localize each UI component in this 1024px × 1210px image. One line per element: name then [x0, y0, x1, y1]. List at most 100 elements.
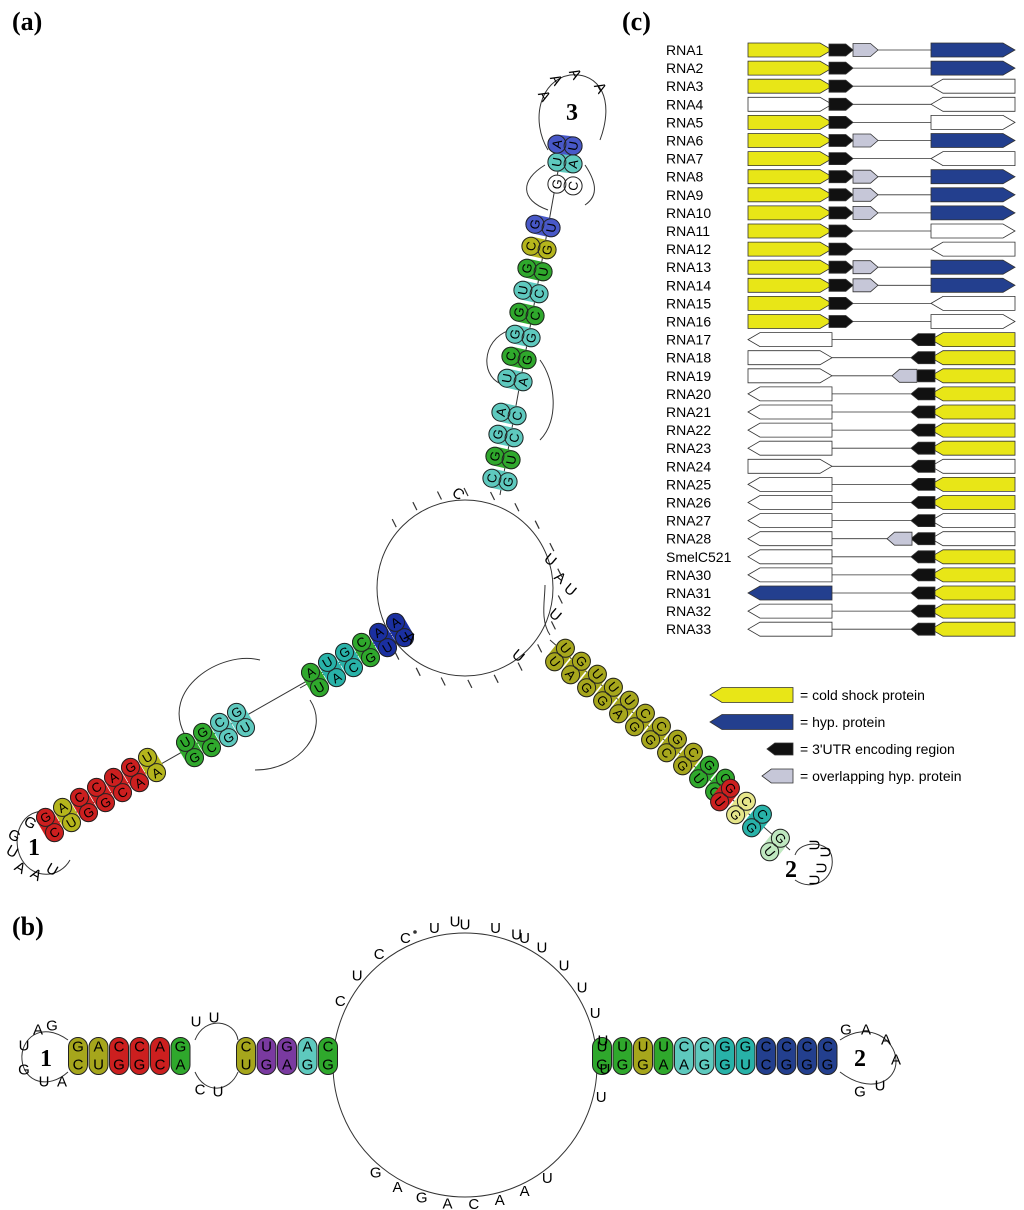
- gene-row: RNA10: [666, 205, 1016, 221]
- stem1-nt-circle: [113, 783, 132, 803]
- backbone-tick: [394, 651, 400, 660]
- b-stem2-nt: A: [679, 1057, 689, 1074]
- b-stem1b-pair-outline: [256, 1037, 277, 1075]
- gene-row: RNA27: [666, 513, 1016, 529]
- b-stem1b-nt: G: [322, 1057, 334, 1074]
- right-gene-arrow: [930, 350, 1016, 366]
- stem1-pair: GA: [121, 757, 149, 793]
- left-gene-arrow: [747, 386, 833, 402]
- gene-row: RNA33: [666, 621, 1016, 637]
- stem2-nt-circle: [609, 704, 629, 724]
- stem1c-nt-circle: [344, 658, 363, 678]
- left-gene-arrow: [747, 368, 833, 384]
- b-stem2-nt: G: [719, 1057, 731, 1074]
- b-stem2-pair: CG: [776, 1037, 797, 1075]
- stem1c-pair: UA: [318, 652, 346, 688]
- b-hp2-loop-nt: G: [840, 1022, 852, 1039]
- b-stem2-pair: UG: [612, 1037, 633, 1075]
- right-gene-arrow: [930, 187, 1016, 203]
- stem1-pair: UA: [138, 747, 166, 783]
- b-loop-right-nt: U: [536, 939, 547, 956]
- b-hp1-loop-nt: U: [39, 1074, 50, 1091]
- b-internal-nt: U: [213, 1084, 224, 1101]
- left-gene-arrow: [747, 332, 833, 348]
- b-stem2-pair: UG: [592, 1037, 612, 1075]
- stem1b-nt-circle: [202, 738, 221, 758]
- right-gene-arrow: [930, 332, 1016, 348]
- stem1c-nt-circle: [318, 652, 337, 672]
- backbone-tick: [415, 667, 421, 677]
- b-loop-bottom-nt: G: [370, 1164, 382, 1181]
- gene-row: RNA22: [666, 422, 1016, 438]
- backbone-tick: [534, 520, 540, 529]
- stem3b-nt: C: [503, 350, 519, 362]
- utr-arrow: [828, 224, 854, 238]
- backbone-tick: [463, 487, 469, 497]
- stem2-nt-circle: [603, 677, 623, 697]
- b-stem2-pair: UG: [633, 1037, 653, 1075]
- backbone-tick: [557, 568, 563, 577]
- b-stem2-pair-outline: [776, 1037, 797, 1075]
- b-stem1b-pair-outline: [236, 1037, 256, 1075]
- utr-arrow: [910, 459, 936, 473]
- legend-csp-swatch: [709, 687, 794, 703]
- gene-row: RNA19: [666, 368, 1016, 384]
- b-stem2-nt: U: [617, 1039, 628, 1056]
- right-gene-arrow: [930, 368, 1016, 384]
- hairpin-3-number: 3: [566, 100, 578, 126]
- stem3b-nt: A: [515, 376, 531, 387]
- b-stem1-pair: CG: [129, 1037, 150, 1075]
- right-gene-arrow: [930, 440, 1016, 456]
- stem3b-nt-circle: [509, 302, 529, 322]
- stem3b-pair-fill: [517, 258, 553, 282]
- stem1c-nt-circle: [310, 678, 329, 698]
- stem3a-nt: C: [509, 410, 525, 422]
- gene-row: RNA4: [666, 96, 1016, 112]
- stem3b-nt-circle: [521, 328, 541, 348]
- left-gene-arrow: [747, 78, 833, 94]
- stem1-nt-circle: [96, 793, 115, 813]
- stem3a-nt: A: [493, 406, 509, 417]
- b-stem2-nt: G: [719, 1039, 731, 1056]
- legend-text: = 3'UTR encoding region: [800, 741, 955, 757]
- stem2b-nt-circle: [710, 792, 730, 812]
- b-stem1-nt: A: [93, 1039, 103, 1056]
- stem2-pair: UG: [577, 664, 607, 698]
- left-gene-arrow: [747, 169, 833, 185]
- stem1b-pair: UG: [176, 732, 204, 768]
- b-loop-left-nt: C: [400, 930, 411, 947]
- stem2-pair: CG: [625, 703, 655, 737]
- stem1-pair: CG: [87, 777, 115, 813]
- stem3a-nt: C: [506, 432, 522, 444]
- stem3d-nt: U: [565, 140, 581, 152]
- b-stem1-nt: C: [134, 1039, 145, 1056]
- multiloop-nt: U: [560, 580, 579, 600]
- b-stem1-pair: CG: [109, 1037, 129, 1075]
- stem2-nt-circle: [657, 743, 677, 763]
- b-stem1-pair-outline: [150, 1037, 170, 1075]
- stem1c-pair: AU: [386, 612, 414, 648]
- stem1c-nt-circle: [335, 642, 354, 662]
- gene-row: RNA2: [666, 60, 1016, 76]
- stem2b-pair: GU: [710, 778, 740, 812]
- b-loop-right-nt: U: [511, 926, 522, 943]
- utr-arrow: [828, 79, 854, 93]
- b-stem2-nt: G: [637, 1057, 649, 1074]
- stem1c-pair: CG: [352, 632, 380, 668]
- b-loop-left-nt: U: [429, 920, 440, 937]
- left-gene-arrow: [747, 531, 833, 547]
- stem3c-nt-circle: [547, 174, 567, 194]
- gene-row: RNA1: [666, 42, 1016, 58]
- stem3b-nt: G: [527, 218, 544, 231]
- gene-row-label: RNA28: [666, 531, 711, 547]
- utr-arrow: [828, 116, 854, 129]
- overlap-arrow: [852, 205, 879, 220]
- stem1-nt-circle: [138, 747, 157, 767]
- right-gene-arrow: [930, 422, 1016, 438]
- left-gene-arrow: [747, 205, 833, 221]
- right-gene-arrow: [930, 96, 1016, 112]
